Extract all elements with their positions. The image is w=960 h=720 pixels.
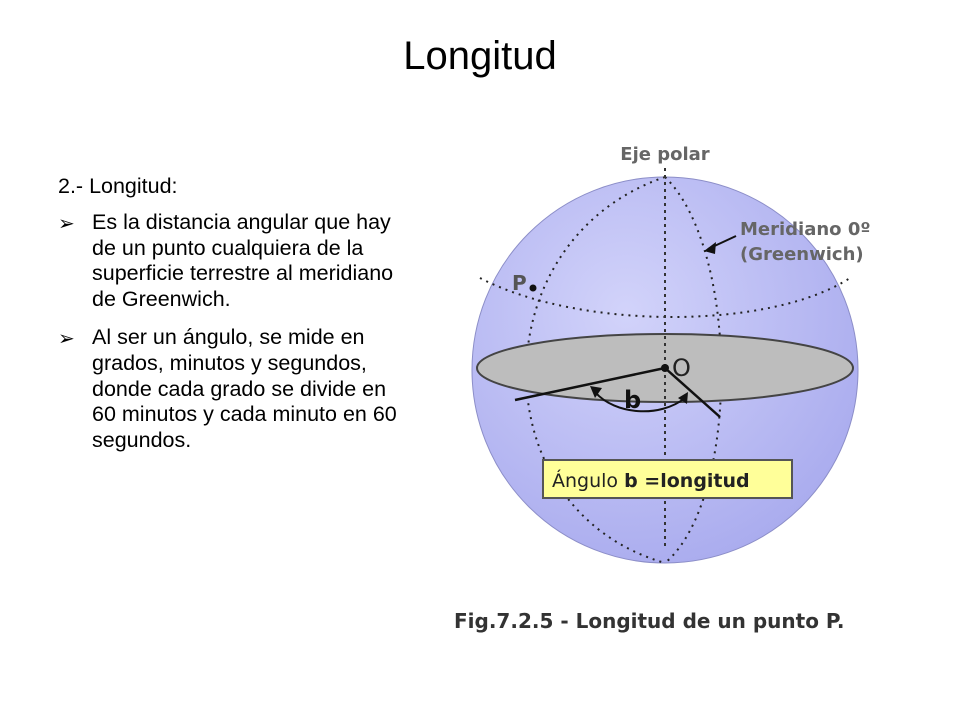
longitude-figure: Eje polar Meridiano 0º (Greenwich) P O b… bbox=[440, 130, 920, 640]
radius-point bbox=[664, 367, 721, 418]
point-label: P bbox=[512, 271, 527, 295]
meridian-arrowhead bbox=[704, 242, 716, 254]
angle-definition-text: Ángulo b =longitud bbox=[552, 469, 750, 492]
arrow-bullet-icon: ➢ bbox=[58, 327, 75, 350]
radius-greenwich bbox=[514, 366, 666, 402]
point-p bbox=[529, 284, 537, 292]
globe-diagram: Eje polar Meridiano 0º (Greenwich) P O b… bbox=[454, 144, 871, 633]
bullet-item-definition: ➢ Es la distancia angular que hay de un … bbox=[58, 210, 398, 313]
angle-definition-box bbox=[542, 459, 793, 499]
angle-definition-bold: b =longitud bbox=[624, 470, 750, 492]
bullet-item-units: ➢ Al ser un ángulo, se mide en grados, m… bbox=[58, 325, 398, 454]
angle-arrowhead-right bbox=[678, 392, 688, 404]
center-point bbox=[661, 364, 669, 372]
bullet-text: Al ser un ángulo, se mide en grados, min… bbox=[92, 324, 397, 453]
bullet-text: Es la distancia angular que hay de un pu… bbox=[92, 209, 394, 312]
angle-label: b bbox=[624, 386, 641, 414]
slide-title: Longitud bbox=[403, 34, 557, 78]
figure-caption: Fig.7.2.5 - Longitud de un punto P. bbox=[454, 609, 845, 633]
angle-definition-prefix: Ángulo bbox=[552, 469, 624, 492]
center-label: O bbox=[672, 354, 691, 382]
bullet-list: ➢ Es la distancia angular que hay de un … bbox=[58, 210, 398, 454]
dotted-meridian-left bbox=[525, 176, 666, 564]
text-column: 2.- Longitud: ➢ Es la distancia angular … bbox=[58, 174, 398, 466]
angle-arrowhead-left bbox=[590, 386, 602, 398]
subheading: 2.- Longitud: bbox=[58, 174, 178, 198]
angle-arc-arrow bbox=[594, 391, 686, 413]
meridian-label-line2: (Greenwich) bbox=[740, 244, 864, 265]
axis-label: Eje polar bbox=[620, 144, 710, 165]
meridian-label-line1: Meridiano 0º bbox=[740, 219, 871, 240]
arrow-bullet-icon: ➢ bbox=[58, 212, 75, 235]
